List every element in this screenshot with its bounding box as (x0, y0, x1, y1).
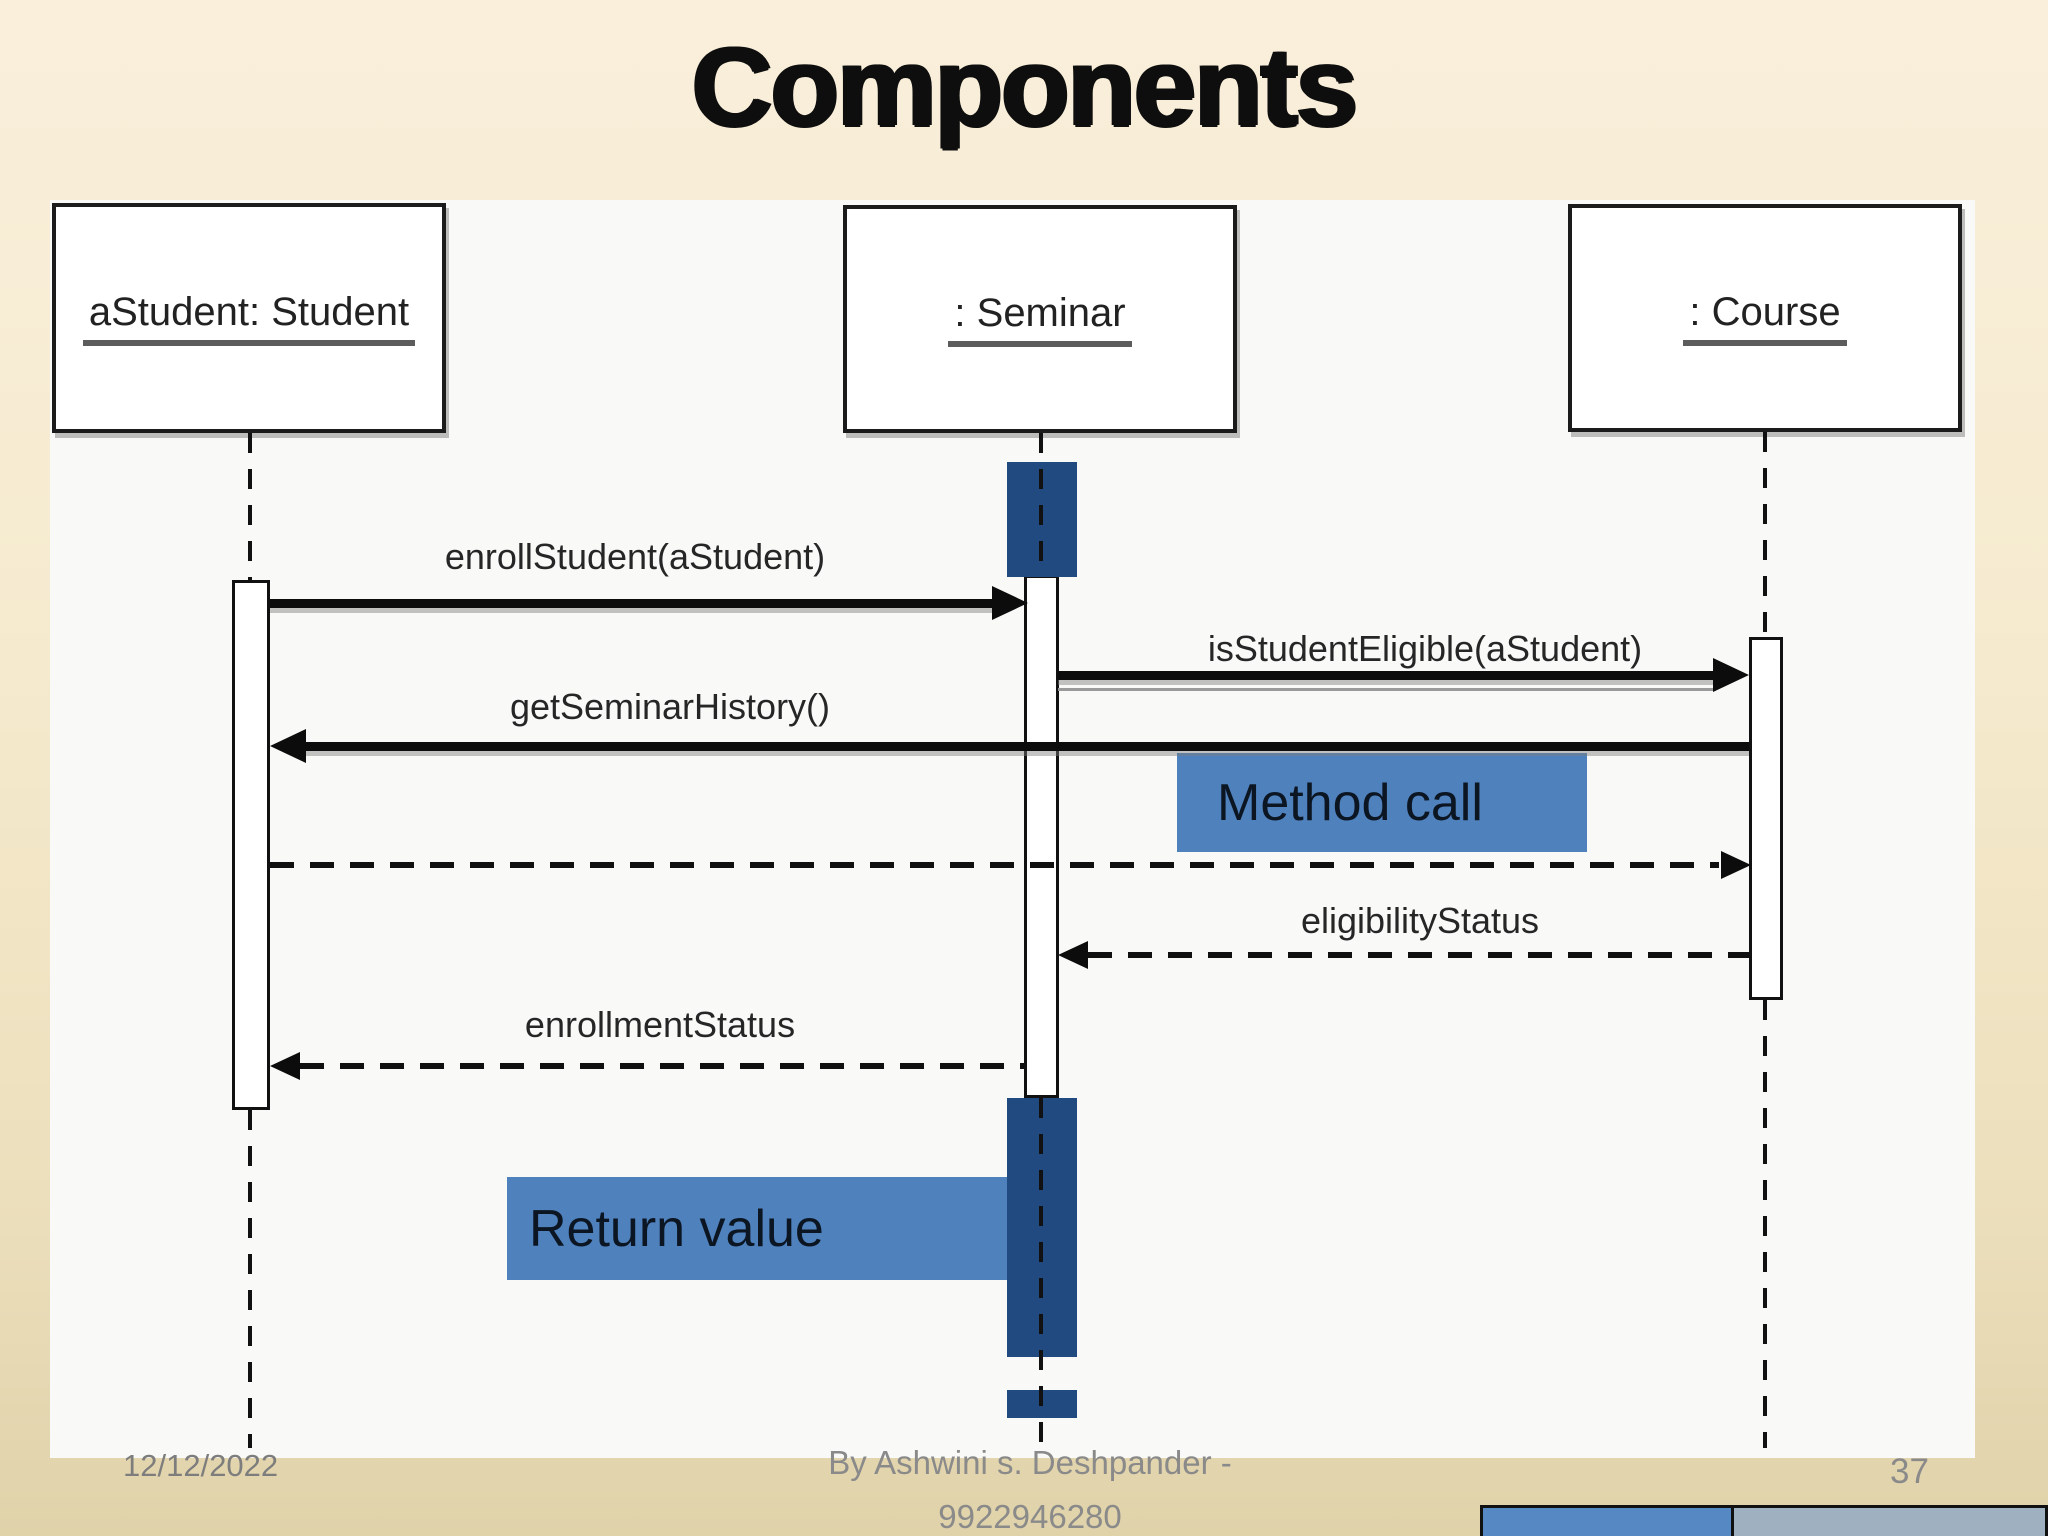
lifeline-course-upper (1763, 432, 1767, 637)
object-label-seminar: : Seminar (948, 291, 1132, 347)
lifeline-course-lower (1763, 1000, 1767, 1448)
message-label-isstudenteligible: isStudentEligible(aStudent) (1207, 628, 1643, 669)
message-label-getseminarhistory: getSeminarHistory() (509, 686, 831, 727)
message-line-getseminarhistory (300, 742, 1749, 751)
arrowhead-left-icon (270, 729, 306, 763)
message-line-enrollstudent (270, 599, 998, 608)
activation-bar-course (1749, 637, 1783, 1000)
object-label-course: : Course (1683, 290, 1847, 346)
lifeline-seminar-lower (1039, 1098, 1043, 1448)
page-progress-bars (1480, 1505, 2048, 1536)
arrowhead-right-icon (1713, 658, 1749, 692)
object-box-student: aStudent: Student (52, 203, 446, 433)
lifeline-student-lower (248, 1110, 252, 1448)
arrowhead-right-icon (992, 586, 1028, 620)
message-line-history-return (270, 862, 1719, 868)
page-bar-left (1483, 1508, 1734, 1536)
message-label-eligibilitystatus: eligibilityStatus (1300, 900, 1540, 941)
page-bar-right (1734, 1508, 2045, 1536)
arrowhead-left-icon (270, 1052, 300, 1080)
activation-bar-student (232, 580, 270, 1110)
message-line-enrollmentstatus (300, 1063, 1025, 1069)
slide-title: Components (691, 24, 1358, 149)
object-box-seminar: : Seminar (843, 205, 1237, 433)
footer-byline-line1: By Ashwini s. Deshpander - (828, 1444, 1232, 1481)
footer-page-number: 37 (1890, 1452, 1929, 1491)
object-box-course: : Course (1568, 204, 1962, 432)
annotation-method-call-label: Method call (1217, 773, 1483, 832)
scan-echo-line (1058, 688, 1716, 691)
annotation-return-value: Return value (507, 1177, 1007, 1280)
footer-date: 12/12/2022 (123, 1448, 279, 1483)
annotation-method-call: Method call (1177, 753, 1587, 852)
arrowhead-right-icon (1721, 851, 1751, 879)
footer-byline-line2: 9922946280 (938, 1498, 1122, 1535)
object-label-student: aStudent: Student (82, 290, 416, 346)
activation-bar-seminar (1024, 575, 1059, 1098)
annotation-return-value-label: Return value (529, 1199, 824, 1258)
footer-byline: By Ashwini s. Deshpander - 9922946280 (730, 1436, 1330, 1536)
arrowhead-left-icon (1058, 941, 1088, 969)
message-line-isstudenteligible (1058, 671, 1716, 680)
lifeline-seminar-upper (1039, 433, 1043, 577)
message-line-eligibilitystatus (1088, 952, 1749, 958)
message-label-enrollmentstatus: enrollmentStatus (524, 1004, 796, 1045)
lifeline-student-upper (248, 433, 252, 580)
message-label-enrollstudent: enrollStudent(aStudent) (444, 536, 826, 577)
